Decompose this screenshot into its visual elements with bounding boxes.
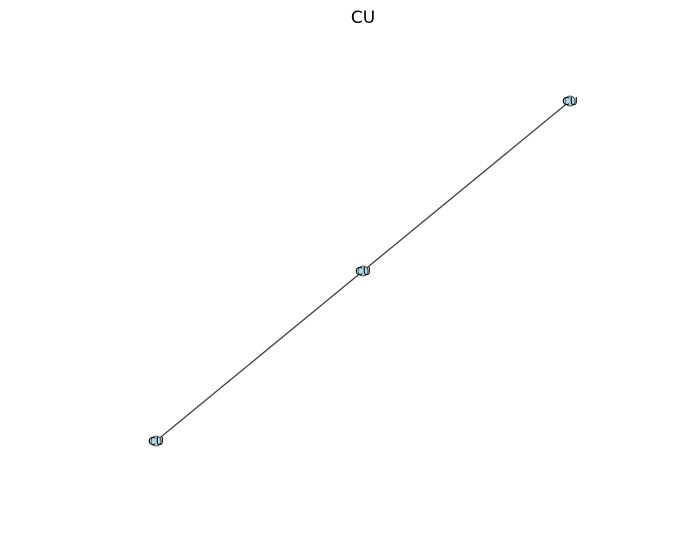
node-n3-label: CU bbox=[562, 95, 578, 108]
node-n3-marker bbox=[564, 95, 576, 107]
nodes-layer: CU CU CU bbox=[148, 95, 578, 448]
node-n1: CU bbox=[148, 435, 164, 448]
node-n2-label: CU bbox=[355, 265, 371, 278]
edges-layer bbox=[155, 100, 571, 442]
node-n1-marker bbox=[150, 435, 162, 447]
node-n1-label: CU bbox=[148, 435, 164, 448]
node-n2-marker bbox=[357, 265, 369, 277]
node-n2: CU bbox=[355, 265, 371, 278]
edge-n2-n3 bbox=[362, 100, 571, 272]
diagram-title: CU bbox=[350, 8, 376, 28]
node-n3: CU bbox=[562, 95, 578, 108]
edge-n1-n2 bbox=[155, 270, 364, 442]
